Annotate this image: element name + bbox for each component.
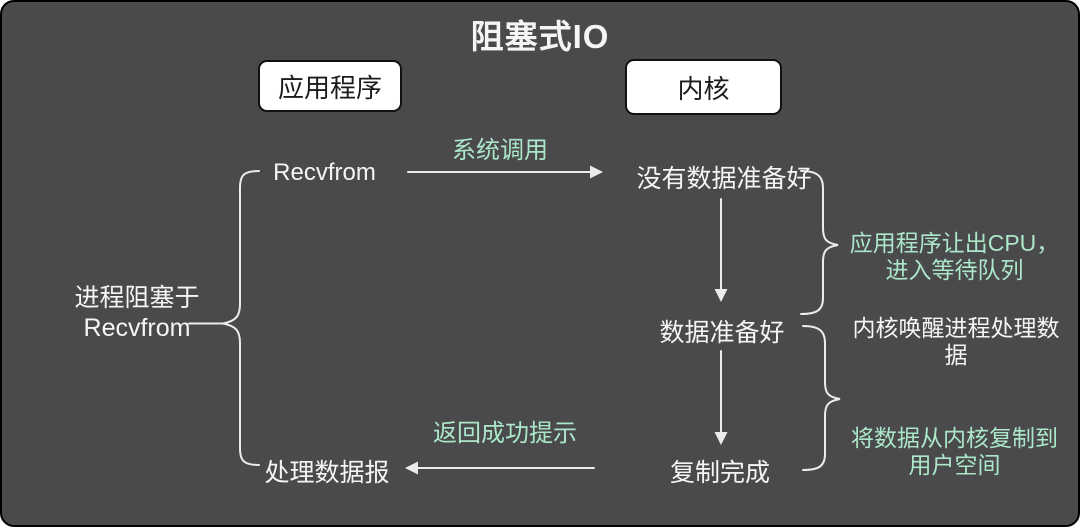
- annotation-kernel-wakeup-line1: 内核唤醒进程处理数: [852, 315, 1060, 341]
- root-note-line1: 进程阻塞于: [74, 284, 200, 312]
- lane-box-kernel: 内核: [625, 59, 782, 115]
- down-arrow-2-head: [714, 432, 728, 445]
- edge-label-return: 返回成功提示: [433, 420, 577, 447]
- annotation-yield-cpu-line2: 进入等待队列: [885, 257, 1024, 283]
- annotation-copy-to-user-line2: 用户空间: [908, 452, 1001, 478]
- root-note: 进程阻塞于 Recvfrom: [37, 283, 237, 343]
- node-data-ready: 数据准备好: [659, 319, 785, 347]
- return-arrow-head: [405, 461, 418, 475]
- annotation-kernel-wakeup: 内核唤醒进程处理数 据: [840, 315, 1072, 369]
- page-title: 阻塞式IO: [470, 18, 610, 55]
- right-brace-wait: [800, 170, 839, 315]
- root-note-line2: Recvfrom: [83, 314, 191, 342]
- node-recvfrom: Recvfrom: [273, 159, 376, 186]
- down-arrow-1-head: [714, 289, 728, 302]
- annotation-kernel-wakeup-line2: 据: [944, 342, 968, 368]
- annotation-yield-cpu-line1: 应用程序让出CPU，: [849, 230, 1060, 256]
- edge-label-syscall: 系统调用: [452, 137, 548, 164]
- right-brace-copy: [802, 325, 841, 471]
- lane-label-kernel: 内核: [677, 73, 730, 104]
- node-no-data-ready: 没有数据准备好: [636, 165, 812, 193]
- syscall-arrow-head: [590, 165, 603, 179]
- lane-box-application: 应用程序: [258, 60, 402, 112]
- lane-label-application: 应用程序: [277, 72, 382, 103]
- node-copy-complete: 复制完成: [669, 459, 770, 487]
- annotation-copy-to-user: 将数据从内核复制到 用户空间: [832, 425, 1077, 479]
- annotation-copy-to-user-line1: 将数据从内核复制到: [851, 425, 1058, 451]
- annotation-yield-cpu: 应用程序让出CPU， 进入等待队列: [832, 230, 1077, 284]
- node-process-datagram: 处理数据报: [264, 459, 390, 487]
